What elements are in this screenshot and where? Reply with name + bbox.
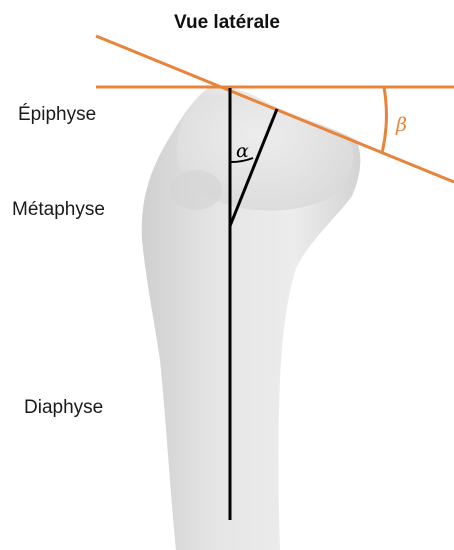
beta-label: β <box>395 114 407 136</box>
beta-arc <box>382 87 386 153</box>
alpha-label: α <box>236 140 249 162</box>
bone-shading <box>170 170 222 210</box>
